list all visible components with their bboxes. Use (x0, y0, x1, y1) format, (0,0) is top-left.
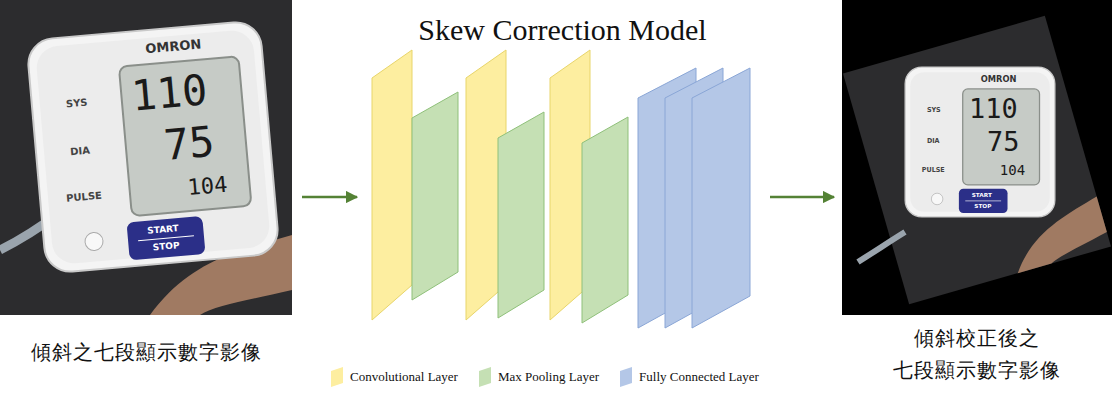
panel-label: PULSE (922, 167, 945, 173)
legend-text: Fully Connected Layer (639, 369, 759, 385)
image-caption: 傾斜校正後之 七段顯示數字影像 (862, 322, 1092, 386)
panel-label: SYS (927, 107, 941, 113)
right-photo-frame (842, 0, 1112, 315)
brand-text: OMRON (981, 75, 1017, 83)
lcd-digits: 75 (987, 129, 1019, 156)
lcd-digits: 110 (130, 69, 209, 117)
lcd-digits: 104 (1000, 163, 1025, 177)
button-text: STOP (974, 203, 991, 209)
pool-layer (498, 112, 544, 318)
image-caption: 傾斜之七段顯示數字影像 (0, 336, 292, 368)
panel-label: DIA (70, 146, 91, 158)
legend-swatch (478, 366, 492, 388)
monitor-left: OMRONSYSDIAPULSE11075104STARTSTOP (18, 12, 289, 283)
panel-label: DIA (927, 138, 940, 144)
legend-swatch (330, 366, 344, 388)
output-image: 傾斜校正後之 七段顯示數字影像 (842, 0, 1112, 400)
pool-layer (412, 92, 458, 300)
legend-text: Convolutional Layer (350, 369, 458, 385)
flow-arrow (302, 196, 357, 199)
monitor-right: OMRON SYS DIA PULSE 110 75 104START STOP (900, 62, 1060, 222)
legend-swatch (619, 366, 633, 388)
flow-arrow (770, 196, 834, 199)
legend: Convolutional Layer Max Pooling Layer Full… (330, 366, 759, 388)
model-title: Skew Correction Model (365, 6, 760, 54)
legend-item: Convolutional Layer (330, 366, 458, 388)
legend-item: Fully Connected Layer (619, 366, 759, 388)
panel-label: SYS (66, 98, 88, 110)
fc-layer (692, 68, 750, 328)
left-photo (0, 0, 292, 315)
cable (858, 232, 905, 262)
legend-text: Max Pooling Layer (498, 369, 599, 385)
lcd-digits: 110 (969, 95, 1018, 122)
lcd-digits: 104 (187, 174, 229, 199)
model-block: Skew Correction Model (365, 6, 760, 336)
legend-item: Max Pooling Layer (478, 366, 599, 388)
conv-layer (372, 50, 412, 320)
button-text: START (972, 193, 992, 199)
input-image: 傾斜之七段顯示數字影像 (0, 0, 292, 390)
lcd-digits: 75 (162, 121, 216, 167)
right-photo (843, 16, 1111, 305)
pool-layer (582, 117, 628, 323)
